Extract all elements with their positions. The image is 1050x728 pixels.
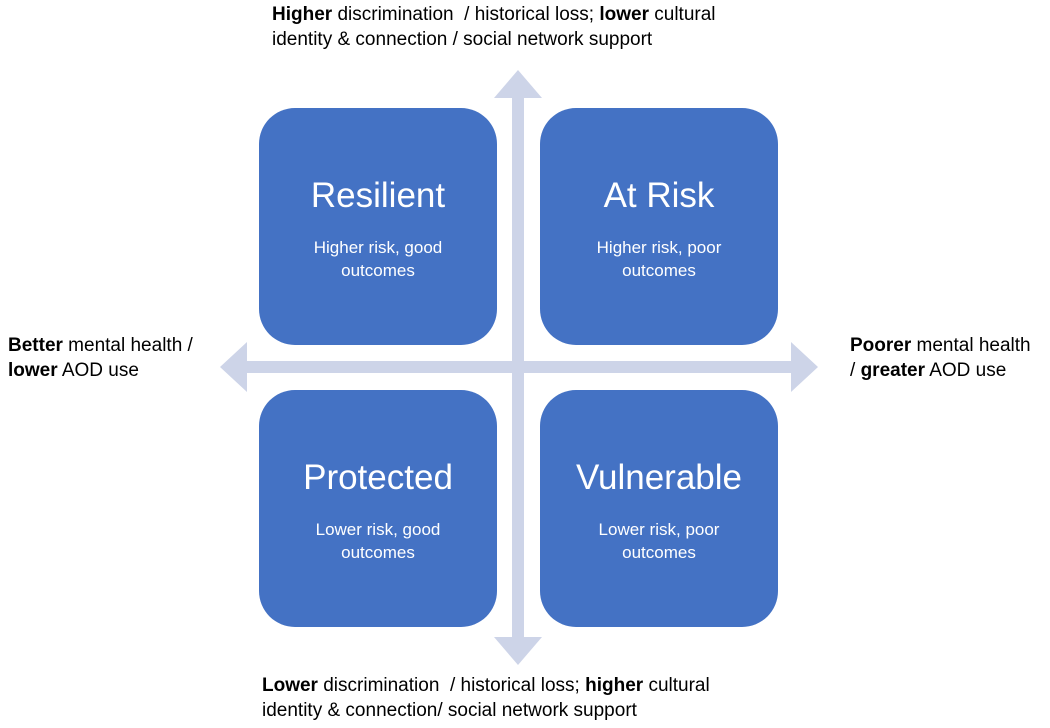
quadrant-description: Higher risk, good outcomes xyxy=(313,238,443,280)
axis-label-text: cultural xyxy=(648,4,716,25)
axis-label-text: discrimination / historical loss; xyxy=(317,675,586,696)
quadrant-title: Protected xyxy=(303,458,453,497)
axis-label-text: / xyxy=(850,360,861,381)
axis-label-right: Poorer mental health/ greater AOD use xyxy=(850,333,1050,383)
axis-label-emphasis: Higher xyxy=(272,4,333,25)
axis-label-emphasis: greater xyxy=(860,360,925,381)
axis-label-left: Better mental health /lower AOD use xyxy=(8,333,228,383)
quadrant-title: Vulnerable xyxy=(575,458,743,497)
axis-label-line: lower AOD use xyxy=(8,358,228,383)
axis-label-emphasis: higher xyxy=(585,675,644,696)
quadrant-protected: Protected Lower risk, good outcomes xyxy=(259,390,497,627)
axis-label-text: cultural xyxy=(643,675,710,696)
axis-label-text: mental health / xyxy=(62,335,193,356)
axis-label-top: Higher discrimination / historical loss;… xyxy=(272,2,832,52)
horizontal-axis-arrow xyxy=(220,342,818,392)
axis-label-line: Poorer mental health xyxy=(850,333,1050,358)
quadrant-at-risk: At Risk Higher risk, poor outcomes xyxy=(540,108,778,345)
quadrant-description: Higher risk, poor outcomes xyxy=(596,238,722,280)
axis-label-text: mental health xyxy=(911,335,1031,356)
axis-label-text: discrimination / historical loss; xyxy=(332,4,600,25)
quadrant-title: Resilient xyxy=(310,176,446,215)
quadrant-vulnerable: Vulnerable Lower risk, poor outcomes xyxy=(540,390,778,627)
axis-label-line: / greater AOD use xyxy=(850,358,1050,383)
axis-label-emphasis: lower xyxy=(8,360,58,381)
axis-label-text: identity & connection/ social network su… xyxy=(262,700,637,721)
axis-label-line: Better mental health / xyxy=(8,333,228,358)
axis-label-text: AOD use xyxy=(57,360,139,381)
quadrant-resilient: Resilient Higher risk, good outcomes xyxy=(259,108,497,345)
axis-label-text: identity & connection / social network s… xyxy=(272,29,653,50)
axis-label-line: Higher discrimination / historical loss;… xyxy=(272,2,832,27)
quadrant-description: Lower risk, poor outcomes xyxy=(598,520,720,562)
axis-label-bottom: Lower discrimination / historical loss; … xyxy=(262,673,822,723)
axis-label-line: Lower discrimination / historical loss; … xyxy=(262,673,822,698)
axis-label-text: AOD use xyxy=(924,360,1007,381)
quadrant-title: At Risk xyxy=(603,176,715,215)
axis-label-line: identity & connection/ social network su… xyxy=(262,698,822,723)
axis-label-emphasis: Better xyxy=(8,335,63,356)
axis-label-line: identity & connection / social network s… xyxy=(272,27,832,52)
quadrant-description: Lower risk, good outcomes xyxy=(315,520,441,562)
axis-label-emphasis: Lower xyxy=(262,675,318,696)
axis-label-emphasis: Poorer xyxy=(850,335,912,356)
axis-label-emphasis: lower xyxy=(599,4,649,25)
